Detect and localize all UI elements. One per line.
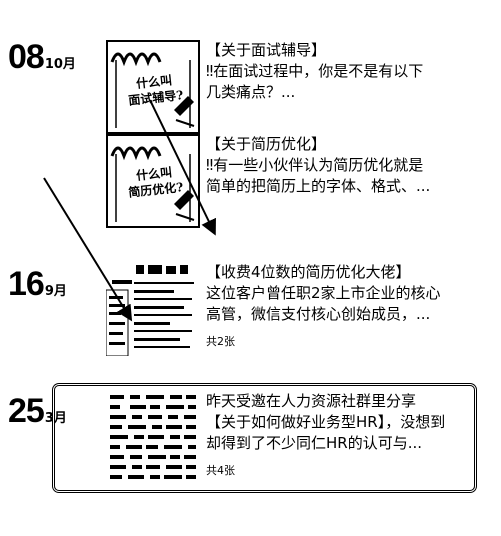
moment-post-hr-share[interactable]: 昨天受邀在人力资源社群里分享 【关于如何做好业务型HR】，没想到 却得到了不少同… (106, 391, 476, 487)
post-line: 高管，微信支付核心创始成员，... (206, 305, 431, 323)
date-label: 25 3月 (8, 394, 67, 428)
post-line: 这位客户曾任职2家上市企业的核心 (206, 284, 441, 302)
moment-post-interview[interactable]: 什么叫 面试辅导? 【关于面试辅导】 ‼在面试过程中，你是不是有以下 几类痛点？… (106, 40, 476, 136)
post-line: 【关于如何做好业务型HR】，没想到 (206, 413, 446, 431)
moment-post-resume-expert[interactable]: 【收费4位数的简历优化大佬】 这位客户曾任职2家上市企业的核心 高管，微信支付核… (106, 262, 476, 358)
post-line: ‼有一些小伙伴认为简历优化就是 (206, 156, 424, 174)
post-line: 昨天受邀在人力资源社群里分享 (206, 392, 417, 410)
post-line: 几类痛点？... (206, 83, 296, 101)
image-count: 共2张 (206, 335, 235, 348)
post-line: 却得到了不少同仁HR的认可与... (206, 434, 423, 452)
post-text[interactable]: 昨天受邀在人力资源社群里分享 【关于如何做好业务型HR】，没想到 却得到了不少同… (206, 391, 471, 481)
date-month: 9月 (44, 284, 67, 299)
image-count: 共4张 (206, 464, 235, 477)
post-thumbnail[interactable] (106, 391, 200, 485)
date-label: 16 9月 (8, 267, 67, 301)
post-title: 【收费4位数的简历优化大佬】 (206, 263, 411, 281)
post-title: 【关于面试辅导】 (206, 41, 327, 59)
post-line: ‼在面试过程中，你是不是有以下 (206, 62, 424, 80)
post-line: 简单的把简历上的字体、格式、... (206, 177, 431, 195)
date-label: 08 10月 (8, 40, 76, 74)
date-month: 3月 (44, 411, 67, 426)
post-title: 【关于简历优化】 (206, 135, 327, 153)
post-thumbnail[interactable]: 什么叫 简历优化? (106, 134, 200, 228)
date-day: 08 (8, 38, 45, 76)
post-thumbnail[interactable]: 什么叫 面试辅导? (106, 40, 200, 134)
date-day: 25 (8, 392, 45, 430)
post-text[interactable]: 【收费4位数的简历优化大佬】 这位客户曾任职2家上市企业的核心 高管，微信支付核… (206, 262, 471, 352)
post-text[interactable]: 【关于简历优化】 ‼有一些小伙伴认为简历优化就是 简单的把简历上的字体、格式、.… (206, 134, 471, 197)
moment-post-resume[interactable]: 什么叫 简历优化? 【关于简历优化】 ‼有一些小伙伴认为简历优化就是 简单的把简… (106, 134, 476, 230)
post-thumbnail[interactable] (106, 262, 200, 356)
post-text[interactable]: 【关于面试辅导】 ‼在面试过程中，你是不是有以下 几类痛点？... (206, 40, 471, 103)
date-month: 10月 (44, 57, 76, 72)
moment-post-card-highlight (54, 385, 475, 491)
date-day: 16 (8, 265, 45, 303)
